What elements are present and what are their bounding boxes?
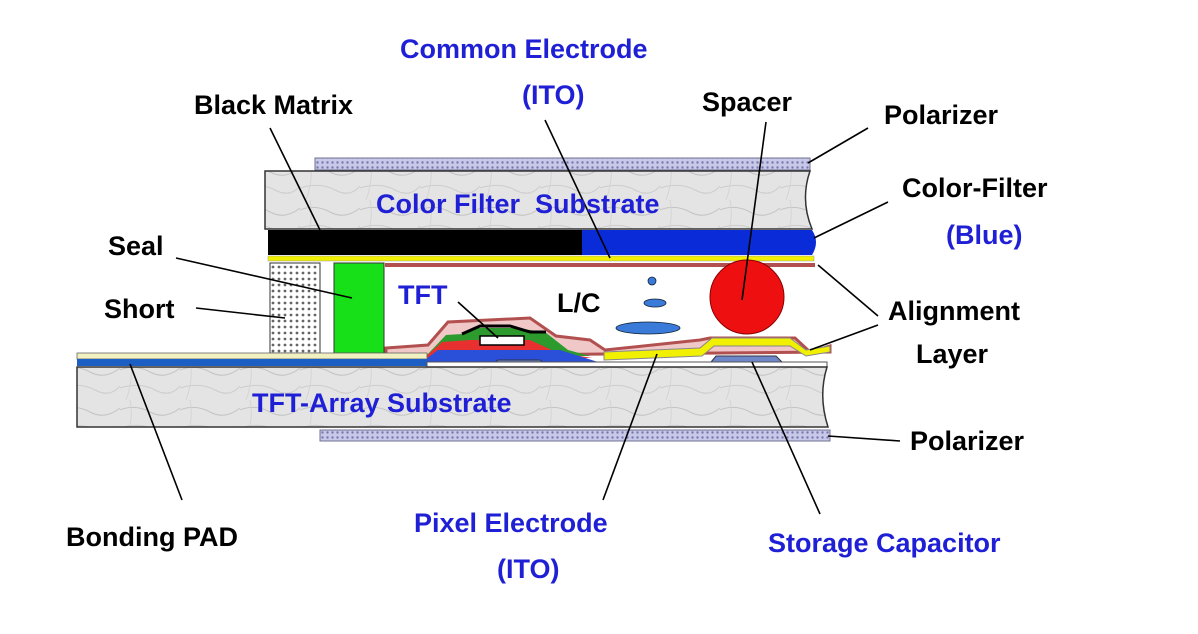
polarizer-top-layer <box>314 157 811 171</box>
tft-gate <box>479 335 525 346</box>
leader-spacer <box>741 121 767 301</box>
label-tft: TFT <box>398 280 448 310</box>
leader-color-filter <box>813 201 889 239</box>
label-color-filter-line2: (Blue) <box>946 220 1023 250</box>
leader-polarizer-top <box>807 127 869 164</box>
lc-molecule-1 <box>647 276 657 286</box>
leader-storage-capacitor <box>751 361 821 515</box>
leader-alignment-top <box>817 264 879 317</box>
label-alignment-line1: Alignment <box>888 296 1020 326</box>
spacer-ball <box>709 259 785 335</box>
common-electrode-layer <box>267 255 815 262</box>
label-common-electrode-line1: Common Electrode <box>400 34 648 64</box>
leader-bonding-pad <box>129 363 183 501</box>
leader-pixel-electrode <box>602 353 658 501</box>
label-polarizer-top: Polarizer <box>884 100 999 130</box>
pixel-electrode-layer <box>603 337 831 361</box>
tft-blue-layer <box>422 350 598 362</box>
leader-tft <box>457 301 499 339</box>
seal-block <box>333 262 385 354</box>
bonding-pad-blue-line <box>77 359 427 366</box>
polarizer-bottom-layer <box>319 429 831 442</box>
alignment-layer-top <box>385 263 815 267</box>
label-common-electrode-line2: (ITO) <box>522 80 585 110</box>
label-color-filter-line1: Color-Filter <box>902 173 1048 203</box>
lc-molecule-2 <box>643 298 667 308</box>
label-seal: Seal <box>108 231 164 261</box>
label-alignment-line2: Layer <box>916 339 989 369</box>
bonding-pad-layer <box>76 352 428 360</box>
tft-array-substrate-layer <box>76 366 830 428</box>
label-short: Short <box>104 294 175 324</box>
short-block <box>269 262 321 354</box>
label-storage-capacitor: Storage Capacitor <box>768 528 1001 558</box>
leader-alignment-bottom <box>809 324 879 351</box>
label-spacer: Spacer <box>702 87 793 117</box>
color-filter-substrate-layer <box>264 170 814 230</box>
tft-source-drain <box>461 324 546 336</box>
label-tft-array-substrate: TFT-Array Substrate <box>252 388 512 418</box>
color-filter-blue-layer <box>582 230 816 255</box>
lc-molecule-3 <box>615 321 681 335</box>
leader-black-matrix <box>269 127 321 231</box>
label-black-matrix: Black Matrix <box>194 90 353 120</box>
label-color-filter-substrate: Color Filter Substrate <box>376 189 660 219</box>
leader-seal <box>175 257 353 299</box>
label-bonding-pad: Bonding PAD <box>66 522 238 552</box>
black-matrix-layer <box>268 230 582 255</box>
leader-polarizer-bottom <box>827 435 901 442</box>
label-polarizer-bottom: Polarizer <box>910 426 1025 456</box>
leader-common-electrode <box>544 119 611 259</box>
label-pixel-electrode-line2: (ITO) <box>497 554 560 584</box>
leader-short <box>195 307 286 319</box>
label-lc: L/C <box>557 288 601 318</box>
label-pixel-electrode-line1: Pixel Electrode <box>414 508 608 538</box>
